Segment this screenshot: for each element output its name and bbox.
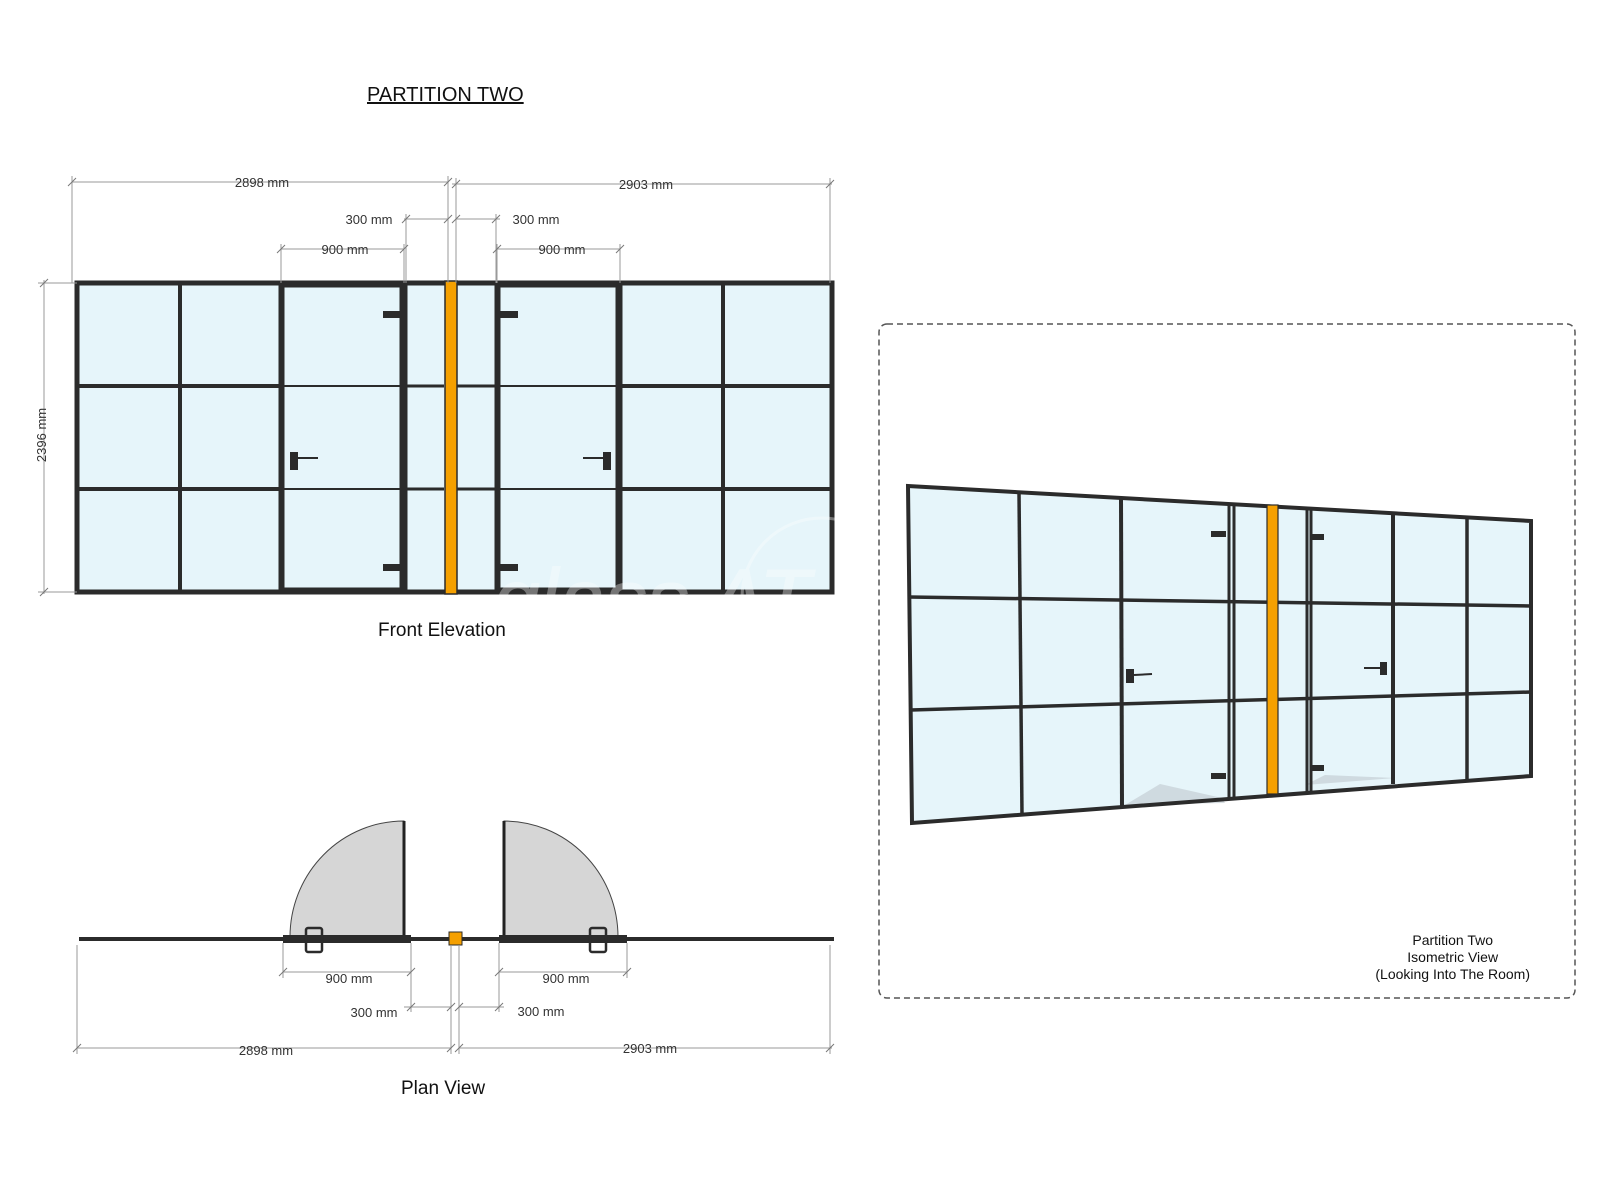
isometric-view xyxy=(905,483,1533,826)
plan-handle-icon xyxy=(304,926,324,954)
front-elevation-label: Front Elevation xyxy=(378,620,506,641)
drawing-title: PARTITION TWO xyxy=(367,84,524,106)
iso-hinge-icon xyxy=(1311,765,1324,771)
dim-left-width: 2898 mm xyxy=(235,175,289,190)
dim-left-sidelight: 300 mm xyxy=(346,212,393,227)
hinge-icon xyxy=(383,564,401,571)
plan-dim-right-width: 2903 mm xyxy=(623,1041,677,1056)
plan-dimensions: 900 mm 900 mm 300 mm 300 mm 2898 mm 2903… xyxy=(72,943,835,1058)
dim-left-door: 900 mm xyxy=(322,242,369,257)
front-elevation xyxy=(74,280,835,595)
dim-right-door: 900 mm xyxy=(539,242,586,257)
door-handle-icon xyxy=(603,452,611,470)
plan-view-label: Plan View xyxy=(401,1078,486,1099)
iso-note-line-3: (Looking Into The Room) xyxy=(1375,966,1530,982)
plan-handle-icon xyxy=(588,926,608,954)
iso-handle-icon xyxy=(1126,669,1134,683)
plan-dim-right-door: 900 mm xyxy=(543,971,590,986)
plan-dim-left-door: 900 mm xyxy=(326,971,373,986)
left-door-frame xyxy=(281,284,403,591)
iso-handle-icon xyxy=(1380,662,1387,675)
right-door-swing xyxy=(503,820,619,938)
plan-orange-post xyxy=(448,931,463,946)
door-handle-icon xyxy=(290,452,298,470)
plan-dim-right-sidelight: 300 mm xyxy=(518,1004,565,1019)
orange-post xyxy=(444,280,458,595)
elevation-dimensions: 2898 mm 2903 mm 300 mm 300 mm 900 mm 900… xyxy=(34,175,835,597)
dim-height: 2396 mm xyxy=(34,408,49,462)
isometric-view-box xyxy=(878,323,1576,999)
dim-right-width: 2903 mm xyxy=(619,177,673,192)
plan-view xyxy=(79,820,834,954)
iso-hinge-icon xyxy=(1311,534,1324,540)
hinge-icon xyxy=(383,311,401,318)
iso-note-line-1: Partition Two xyxy=(1412,932,1494,948)
iso-hinge-icon xyxy=(1211,773,1226,779)
plan-dim-left-width: 2898 mm xyxy=(239,1043,293,1058)
left-door-swing xyxy=(289,820,405,938)
iso-hinge-icon xyxy=(1211,531,1226,537)
plan-dim-left-sidelight: 300 mm xyxy=(351,1005,398,1020)
hinge-icon xyxy=(500,311,518,318)
hinge-icon xyxy=(500,564,518,571)
dim-right-sidelight: 300 mm xyxy=(513,212,560,227)
right-door-frame xyxy=(497,284,619,591)
iso-note-line-2: Isometric View xyxy=(1407,949,1499,965)
isometric-view-note: Partition Two Isometric View (Looking In… xyxy=(1375,932,1530,983)
iso-orange-post xyxy=(1266,504,1279,795)
